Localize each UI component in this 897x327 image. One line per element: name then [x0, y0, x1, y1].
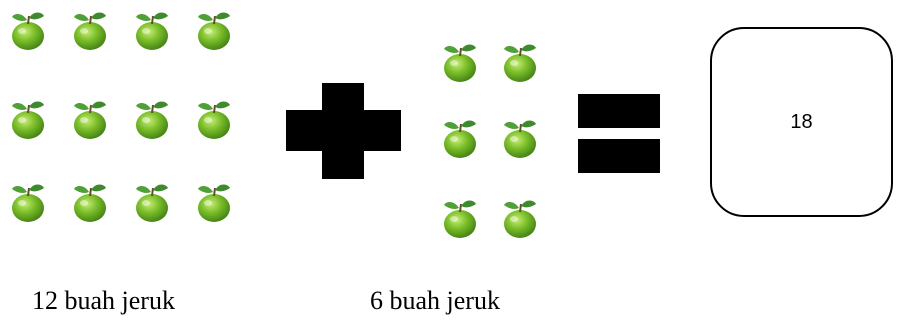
green-apple-icon: [500, 194, 540, 240]
green-apple-icon: [440, 194, 480, 240]
green-apple-icon: [132, 178, 172, 224]
answer-value: 18: [790, 110, 813, 133]
answer-box: 18: [710, 27, 893, 217]
green-apple-icon: [132, 6, 172, 52]
green-apple-icon: [194, 6, 234, 52]
equals-bottom-bar: [578, 139, 660, 173]
equals-top-bar: [578, 94, 660, 128]
green-apple-icon: [500, 114, 540, 160]
green-apple-icon: [194, 178, 234, 224]
green-apple-icon: [8, 178, 48, 224]
green-apple-icon: [194, 95, 234, 141]
green-apple-icon: [500, 38, 540, 84]
green-apple-icon: [440, 114, 480, 160]
right-group-label: 6 buah jeruk: [370, 286, 500, 315]
green-apple-icon: [70, 178, 110, 224]
green-apple-icon: [70, 6, 110, 52]
green-apple-icon: [70, 95, 110, 141]
green-apple-icon: [8, 6, 48, 52]
green-apple-icon: [440, 38, 480, 84]
left-group-label: 12 buah jeruk: [32, 286, 175, 315]
green-apple-icon: [8, 95, 48, 141]
green-apple-icon: [132, 95, 172, 141]
plus-horizontal-bar: [286, 110, 401, 151]
